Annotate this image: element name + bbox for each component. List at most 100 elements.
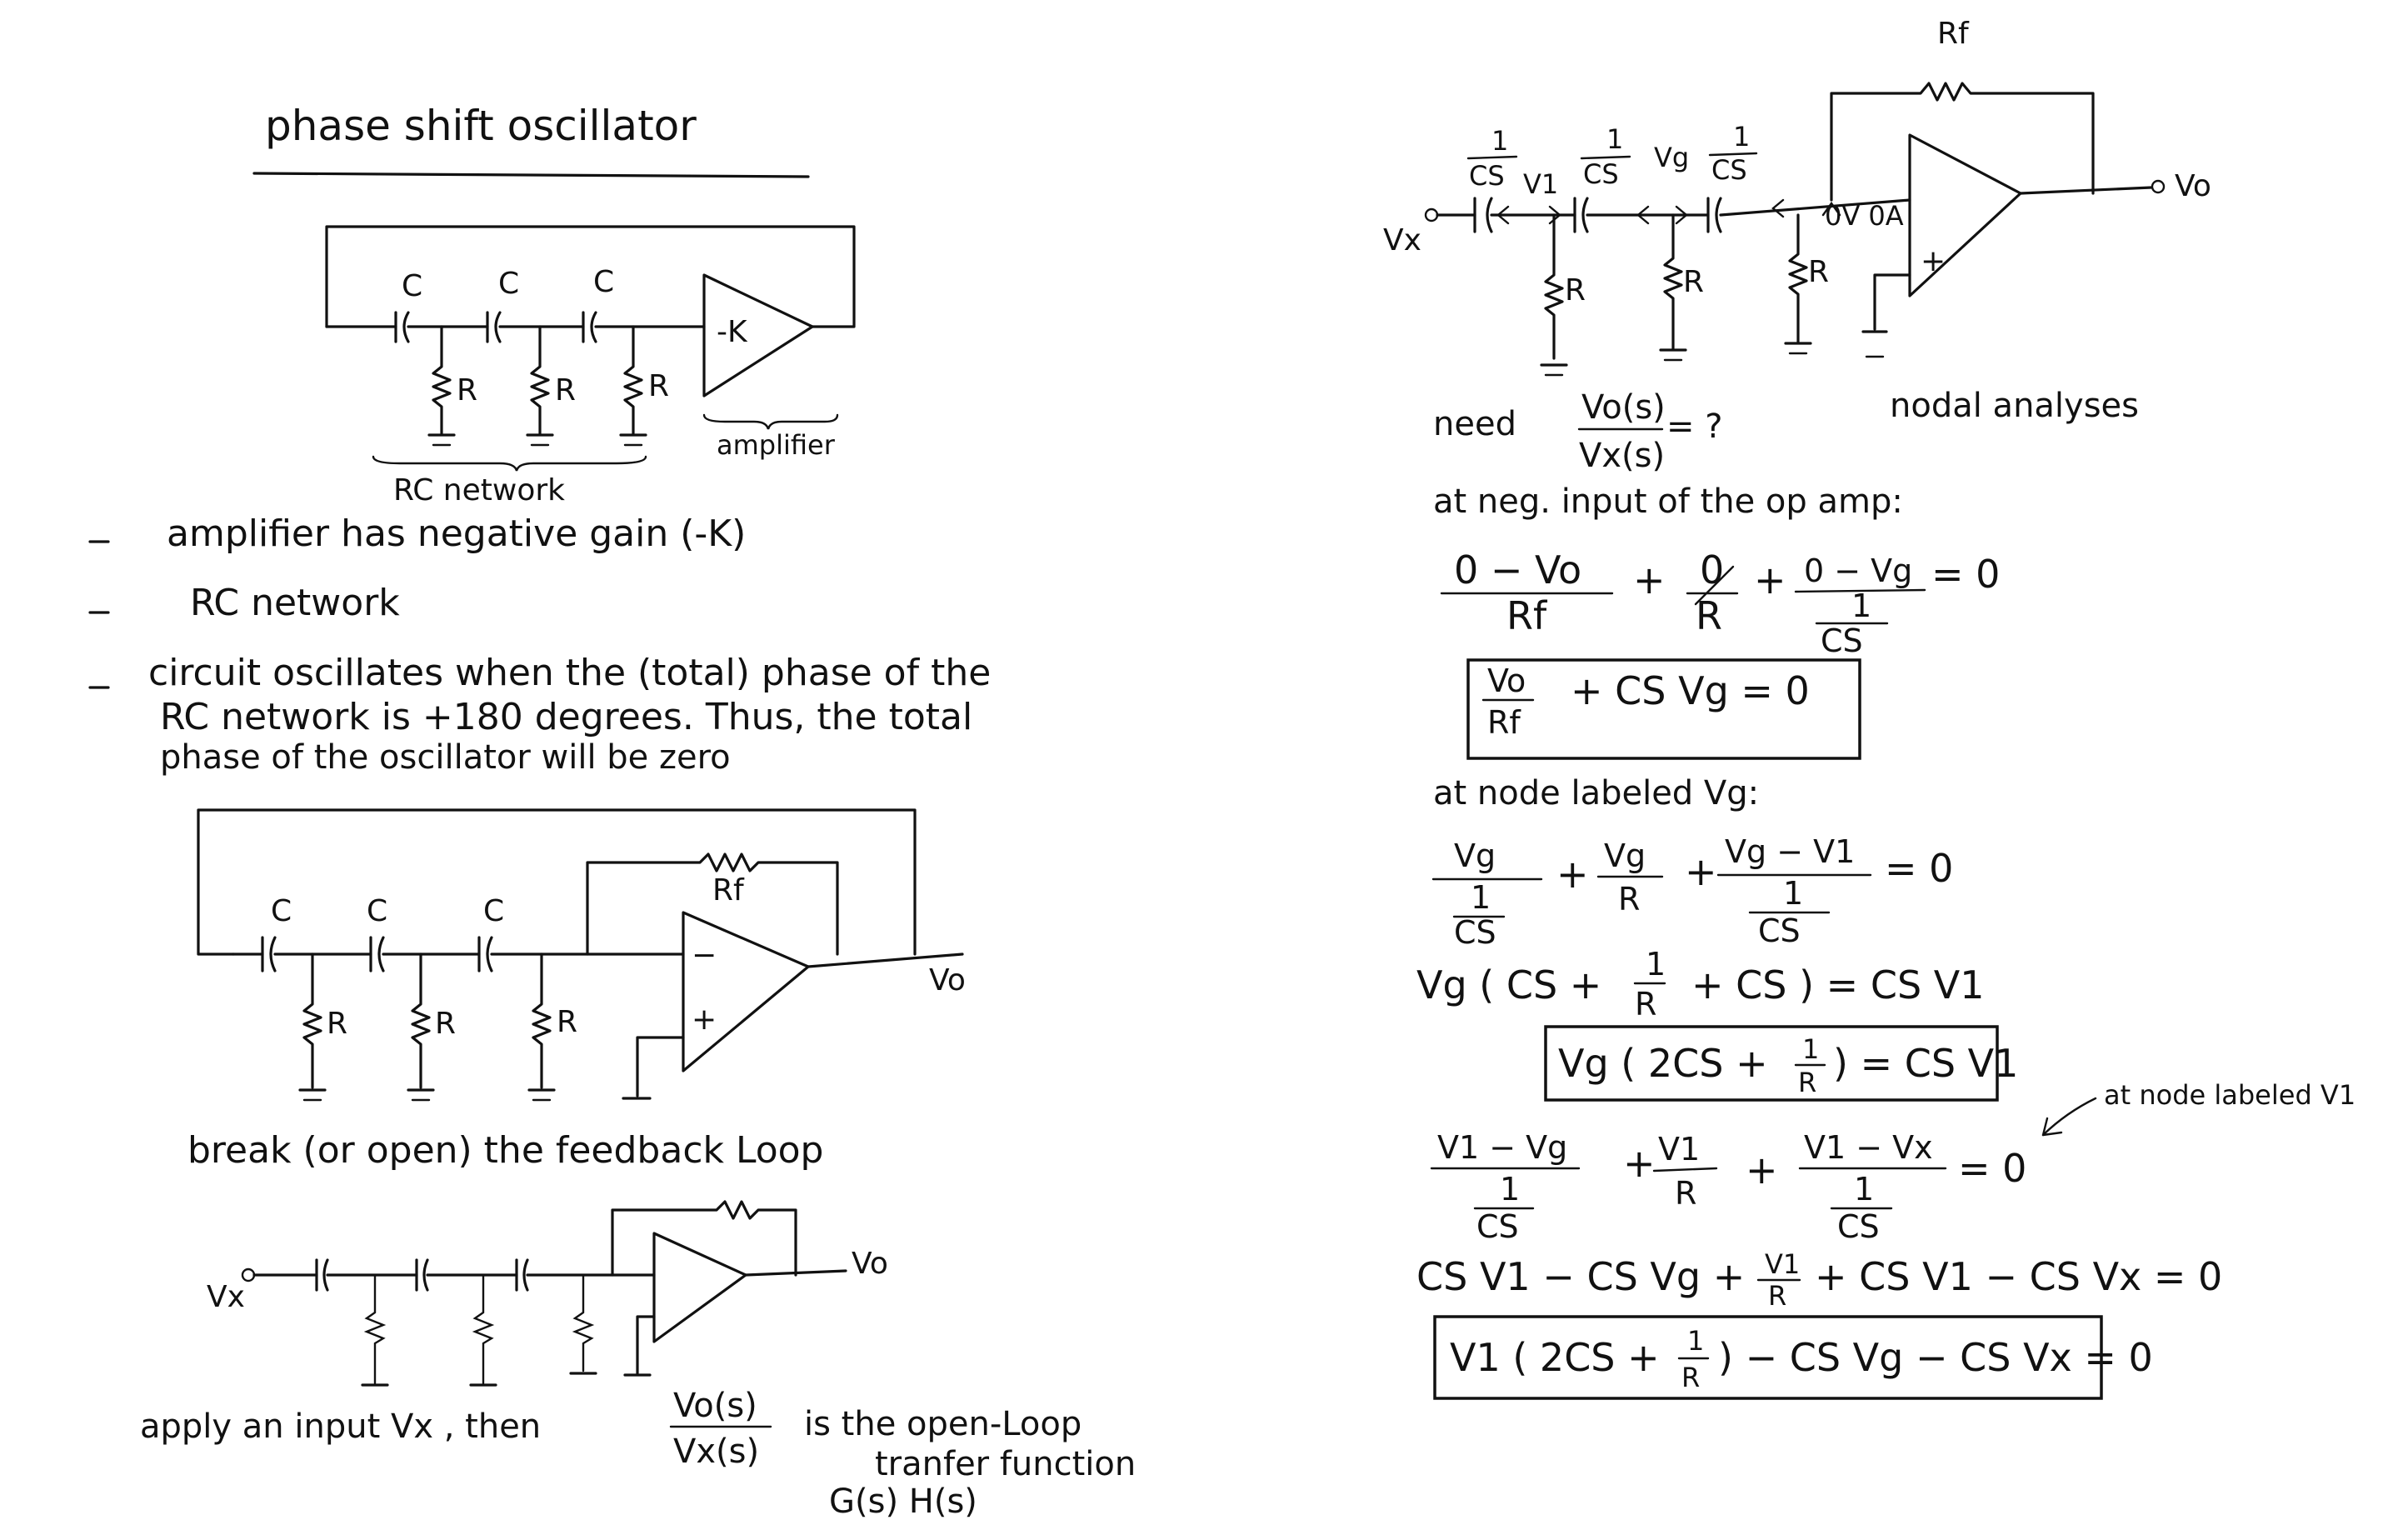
eq2-plus-1: + xyxy=(1556,852,1589,897)
eq5-frac-den: R xyxy=(1768,1280,1786,1312)
rc-vx-label: Vx xyxy=(1383,223,1421,258)
node-vg-text: at node labeled Vg: xyxy=(1433,774,1759,812)
rc-cs-den-2: CS xyxy=(1583,158,1619,190)
eq5-frac-num: V1 xyxy=(1765,1248,1800,1280)
diagram-closed-loop-oscillator: C C C R R R − + Rf Vo xyxy=(197,808,966,1102)
eq4-term1-num: V1 − Vg xyxy=(1437,1129,1567,1166)
eq4-rhs: = 0 xyxy=(1958,1146,2026,1191)
eq1-term1-den: Rf xyxy=(1506,593,1548,638)
d2-res-label-1: R xyxy=(327,1007,347,1041)
amp-gain-label: -K xyxy=(717,315,748,349)
d2-rf-label: Rf xyxy=(712,873,745,908)
rc-cs-num-3: 1 xyxy=(1733,121,1750,152)
eq4-term2-num: V1 xyxy=(1658,1131,1700,1168)
transfer-num: Vo(s) xyxy=(673,1387,757,1425)
rc-res-label-1: R xyxy=(1565,273,1586,308)
eq1-rhs: = 0 xyxy=(1931,552,2000,597)
cap-label-3: C xyxy=(593,265,614,299)
eq4-term3-num: V1 − Vx xyxy=(1804,1129,1933,1166)
apply-input-block: apply an input Vx , then Vo(s) Vx(s) is … xyxy=(140,1387,1136,1521)
rc-rf-label: Rf xyxy=(1937,17,1970,51)
eq2-term1-num: Vg xyxy=(1454,838,1496,874)
amplifier-label: amplifier xyxy=(717,429,836,461)
eq1-term3-den-num: 1 xyxy=(1851,588,1871,624)
d2-res-label-2: R xyxy=(435,1007,456,1041)
rc-cs-num-2: 1 xyxy=(1606,123,1623,155)
eq3-frac-den: R xyxy=(1635,986,1656,1022)
bullet-list: amplifier has negative gain (-K) RC netw… xyxy=(88,512,991,777)
d2-plus-sign: + xyxy=(692,1002,717,1037)
eq4-term3-den-den: CS xyxy=(1837,1208,1880,1245)
bullet-amplifier-gain: amplifier has negative gain (-K) xyxy=(167,512,746,555)
eq2-term2-den: R xyxy=(1618,881,1640,918)
page-title: phase shift oscillator xyxy=(265,102,697,150)
eq1-term3-den-den: CS xyxy=(1821,622,1863,659)
eq1-term2-den: R xyxy=(1696,593,1722,638)
d2-res-label-3: R xyxy=(557,1005,577,1039)
equation-v1-expanded: CS V1 − CS Vg + V1 R + CS V1 − CS Vx = 0 xyxy=(1416,1248,2222,1312)
diagram-open-loop: Vx Vo xyxy=(207,1200,888,1387)
eq2-rhs: = 0 xyxy=(1885,846,1953,891)
need-den: Vx(s) xyxy=(1579,437,1665,475)
box3-lhs: V1 ( 2CS + xyxy=(1450,1335,1660,1380)
eq2-term2-num: Vg xyxy=(1604,838,1646,874)
open-loop-line-3: G(s) H(s) xyxy=(829,1482,977,1521)
open-loop-line-2: tranfer function xyxy=(875,1445,1136,1483)
transfer-den: Vx(s) xyxy=(673,1432,759,1471)
eq2-term3-num: Vg − V1 xyxy=(1725,833,1855,870)
node-v1-annotation: at node labeled V1 xyxy=(2041,1079,2356,1137)
box3-frac-num: 1 xyxy=(1687,1325,1704,1357)
rc-res-label-3: R xyxy=(1808,255,1829,289)
need-num: Vo(s) xyxy=(1581,388,1666,427)
equation-node-vg: Vg 1 CS + Vg R + Vg − V1 1 CS = 0 xyxy=(1431,833,1953,951)
box2-lhs: Vg ( 2CS + xyxy=(1558,1041,1768,1086)
apply-input-text: apply an input Vx , then xyxy=(140,1408,541,1446)
bullet-oscillation-line-3: phase of the oscillator will be zero xyxy=(160,738,731,777)
equation-vg-expanded: Vg ( CS + 1 R + CS ) = CS V1 xyxy=(1416,946,1985,1022)
box3-rest: ) − CS Vg − CS Vx = 0 xyxy=(1718,1335,2153,1380)
rc-cs-den-3: CS xyxy=(1711,154,1747,186)
d2-cap-label-1: C xyxy=(271,894,292,928)
eq1-plus-2: + xyxy=(1754,558,1786,602)
rc-zero-label: 0V 0A xyxy=(1825,200,1904,232)
rc-cs-num-1: 1 xyxy=(1491,125,1508,157)
res-label-1: R xyxy=(457,373,477,408)
box2-frac-num: 1 xyxy=(1802,1033,1819,1065)
eq4-plus-1: + xyxy=(1623,1141,1656,1186)
need-word: need xyxy=(1433,405,1516,443)
boxed-result-2: Vg ( 2CS + 1 R ) = CS V1 xyxy=(1544,1025,2018,1102)
diagram-rc-amplifier: C C C R R R -K amplifier RC network xyxy=(325,225,856,508)
d2-output-label: Vo xyxy=(929,963,966,998)
cap-label-2: C xyxy=(498,267,519,301)
rc-res-label-2: R xyxy=(1683,265,1704,299)
need-transfer-block: need Vo(s) Vx(s) = ? nodal analyses xyxy=(1433,387,2139,475)
rc-plus-sign: + xyxy=(1921,244,1946,278)
cap-label-1: C xyxy=(402,269,422,303)
equation-neg-input: 0 − Vo Rf + 0 R + 0 − Vg 1 CS = 0 xyxy=(1440,548,2000,659)
eq4-term3-den-num: 1 xyxy=(1854,1171,1874,1208)
box1-rest: + CS Vg = 0 xyxy=(1571,668,1810,713)
title-underline xyxy=(252,172,810,178)
eq2-term1-den-num: 1 xyxy=(1471,879,1491,916)
node-v1-text: at node labeled V1 xyxy=(2104,1079,2356,1111)
eq3-frac-num: 1 xyxy=(1646,946,1666,982)
box1-den: Rf xyxy=(1487,704,1521,741)
neg-input-text: at neg. input of the op amp: xyxy=(1433,482,1903,521)
break-loop-text: break (or open) the feedback Loop xyxy=(187,1129,824,1172)
eq5-left: CS V1 − CS Vg + xyxy=(1416,1254,1745,1299)
d3-output-label: Vo xyxy=(852,1247,888,1281)
eq4-plus-2: + xyxy=(1746,1148,1778,1192)
right-circuit: Rf 1 CS 1 CS 1 CS V1 Vg Vx 0V 0A xyxy=(1383,17,2211,377)
box1-num: Vo xyxy=(1487,662,1526,699)
res-label-2: R xyxy=(555,373,576,408)
boxed-result-3: V1 ( 2CS + 1 R ) − CS Vg − CS Vx = 0 xyxy=(1433,1315,2153,1400)
eq4-term1-den-num: 1 xyxy=(1500,1171,1520,1208)
eq5-right: + CS V1 − CS Vx = 0 xyxy=(1815,1254,2222,1299)
bullet-rc-network: RC network xyxy=(190,582,400,624)
eq3-rest: + CS ) = CS V1 xyxy=(1691,962,1985,1008)
d2-cap-label-3: C xyxy=(483,894,504,928)
rc-vg-label: Vg xyxy=(1654,142,1689,173)
equation-node-v1: V1 − Vg 1 CS + V1 R + V1 − Vx 1 CS = 0 xyxy=(1430,1129,2026,1245)
